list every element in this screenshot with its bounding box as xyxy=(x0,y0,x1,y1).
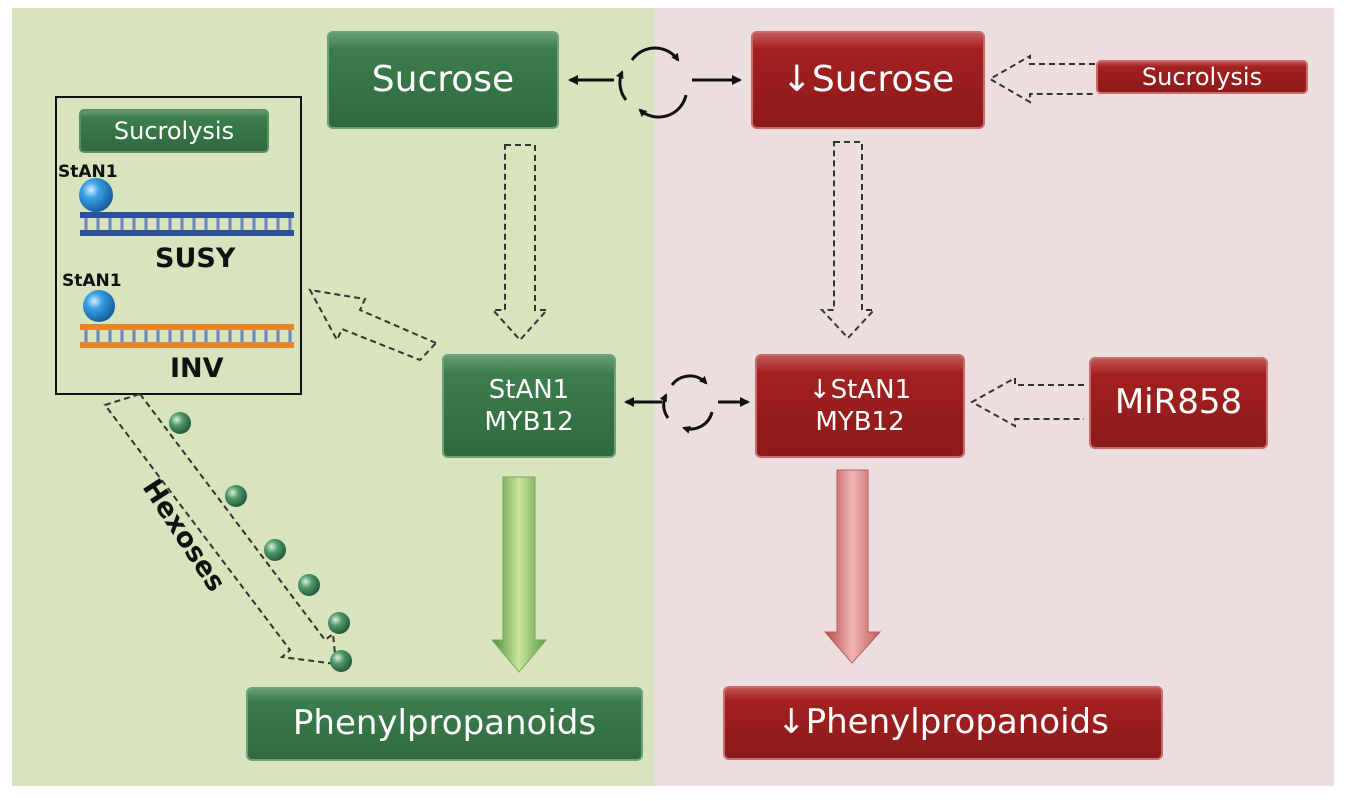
left-sucrose-label: Sucrose xyxy=(371,59,515,101)
right-stan1-box xyxy=(755,354,965,458)
inv-stan1-protein xyxy=(83,290,115,322)
right-phenylpropanoids-label: ↓Phenylpropanoids xyxy=(777,702,1109,743)
left-phenylpropanoids-label: Phenylpropanoids xyxy=(292,703,597,744)
mir858-to-stan1-arrow xyxy=(969,376,1084,428)
left-myb12-label: MYB12 xyxy=(484,407,574,437)
inv-stan1-label: StAN1 xyxy=(62,271,122,291)
right-sucrolysis-box xyxy=(1096,60,1308,94)
hexoses-arrow xyxy=(103,392,338,666)
stan1-to-inset-arrow xyxy=(308,288,438,362)
right-stan1-to-phenylpropanoids-arrow xyxy=(823,469,882,664)
right-phenylpropanoids-box xyxy=(723,686,1163,760)
left-stan1-box xyxy=(442,354,616,458)
susy-label: SUSY xyxy=(155,243,236,274)
sucrolysis-to-sucrose-arrow xyxy=(987,54,1095,104)
susy-stan1-protein xyxy=(79,178,113,212)
susy-stan1-label: StAN1 xyxy=(58,162,118,182)
inset-sucrolysis-label: Sucrolysis xyxy=(113,116,235,145)
right-myb12-label: MYB12 xyxy=(815,407,905,437)
mir858-box xyxy=(1089,357,1268,449)
inv-dna-strand xyxy=(80,324,294,348)
right-sucrose-label: ↓Sucrose xyxy=(781,59,955,101)
left-stan1-to-phenylpropanoids-arrow xyxy=(490,476,548,673)
mir858-label: MiR858 xyxy=(1114,382,1243,423)
right-stan1-label: ↓StAN1 xyxy=(808,374,912,405)
right-sucrose-to-stan1-arrow xyxy=(819,141,877,340)
left-phenylpropanoids-box xyxy=(246,687,643,761)
right-sucrolysis-label: Sucrolysis xyxy=(1141,62,1263,91)
left-stan1-label-group: StAN1 MYB12 xyxy=(443,355,615,457)
stan1-cycle-icon xyxy=(659,374,714,434)
inv-label: INV xyxy=(170,353,224,384)
susy-dna-strand xyxy=(80,212,294,236)
hexose-molecules xyxy=(169,412,352,672)
left-sucrose-box xyxy=(327,31,559,129)
sucrose-cycle-icon xyxy=(616,46,688,119)
inset-sucrolysis-box xyxy=(79,109,269,153)
right-sucrose-box xyxy=(751,31,985,129)
left-stan1-label: StAN1 xyxy=(488,374,570,405)
right-stan1-label-group: ↓StAN1 MYB12 xyxy=(756,355,964,457)
inset-box xyxy=(55,96,302,395)
